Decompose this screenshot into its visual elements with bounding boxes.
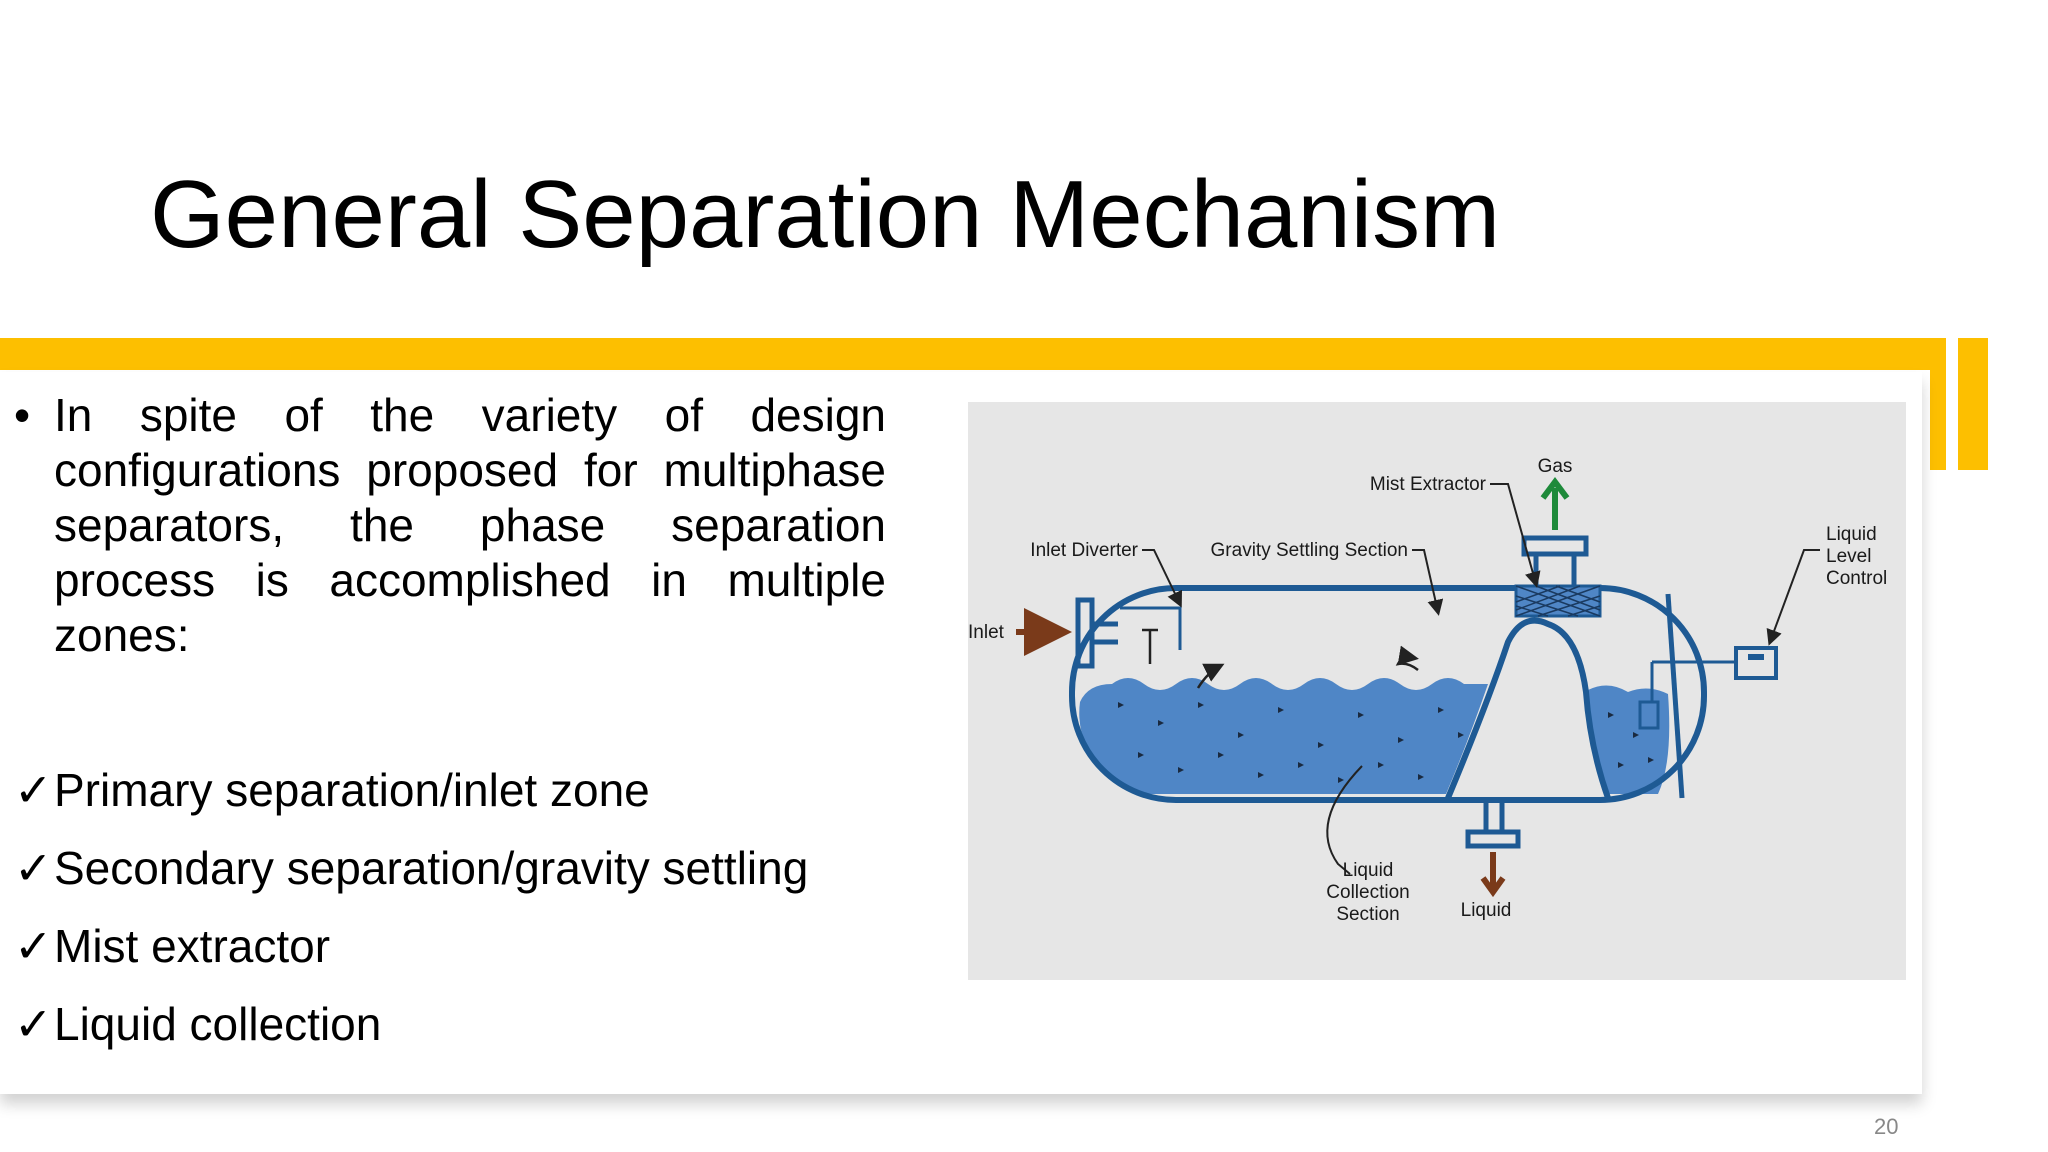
accent-bar (0, 338, 1943, 370)
checklist-item-text: Liquid collection (54, 998, 382, 1050)
liquid-outlet-flange (1465, 829, 1521, 849)
intro-bullet: • In spite of the variety of design conf… (14, 388, 886, 663)
checklist-item-text: Mist extractor (54, 920, 331, 972)
level-controller (1734, 646, 1778, 680)
intro-bullet-text: In spite of the variety of design config… (54, 389, 886, 661)
zone-checklist: ✓Primary separation/inlet zone ✓Secondar… (14, 762, 808, 1074)
accent-bar-vertical-left (1930, 338, 1946, 470)
checkmark-icon: ✓ (14, 764, 53, 816)
level-float (1638, 700, 1660, 730)
label-mist-extractor: Mist Extractor (1370, 474, 1487, 495)
page-number: 20 (1874, 1114, 1899, 1139)
label-inlet-diverter: Inlet Diverter (1030, 540, 1138, 561)
liquid-outlet-nozzle (1483, 800, 1505, 832)
inlet-nozzle (1092, 621, 1118, 645)
separator-diagram-svg: Gas Mist Extractor Inlet Diverter Gravit… (968, 456, 1887, 925)
checklist-item-text: Secondary separation/gravity settling (54, 842, 809, 894)
accent-bar-vertical-right (1958, 338, 1988, 470)
liquid-particles (1118, 702, 1654, 783)
label-liquid-level-control-2: Level (1826, 546, 1871, 567)
label-liquid-collection-3: Section (1336, 904, 1399, 925)
label-gas: Gas (1538, 456, 1573, 477)
label-gravity-settling: Gravity Settling Section (1211, 540, 1408, 561)
separator-vessel (1069, 585, 1707, 803)
label-inlet: Inlet (968, 622, 1005, 643)
checkmark-icon: ✓ (14, 920, 53, 972)
inlet-diverter (1120, 606, 1182, 650)
inlet-flange (1075, 597, 1095, 669)
level-baffle (1665, 593, 1685, 799)
gas-outlet-nozzle (1533, 554, 1577, 586)
label-liquid: Liquid (1461, 900, 1512, 921)
label-liquid-level-control-3: Control (1826, 568, 1887, 589)
slide-title: General Separation Mechanism (150, 161, 1501, 268)
gas-arrow-icon (1540, 477, 1570, 530)
checklist-item-text: Primary separation/inlet zone (54, 764, 650, 816)
checklist-item: ✓Primary separation/inlet zone (14, 762, 808, 840)
liquid-arrow-icon (1480, 852, 1506, 898)
checkmark-icon: ✓ (14, 998, 53, 1050)
gas-outlet-flange (1521, 535, 1589, 557)
bullet-dot-icon: • (14, 389, 31, 441)
label-liquid-collection-1: Liquid (1343, 860, 1394, 881)
label-liquid-collection-2: Collection (1326, 882, 1409, 903)
label-liquid-level-control-1: Liquid (1826, 524, 1877, 545)
checklist-item: ✓Secondary separation/gravity settling (14, 840, 808, 918)
weir (1445, 617, 1611, 800)
checkmark-icon: ✓ (14, 842, 53, 894)
checklist-item: ✓Liquid collection (14, 996, 808, 1074)
liquid-body (1079, 678, 1488, 794)
checklist-item: ✓Mist extractor (14, 918, 808, 996)
separator-diagram: Gas Mist Extractor Inlet Diverter Gravit… (968, 402, 1906, 980)
